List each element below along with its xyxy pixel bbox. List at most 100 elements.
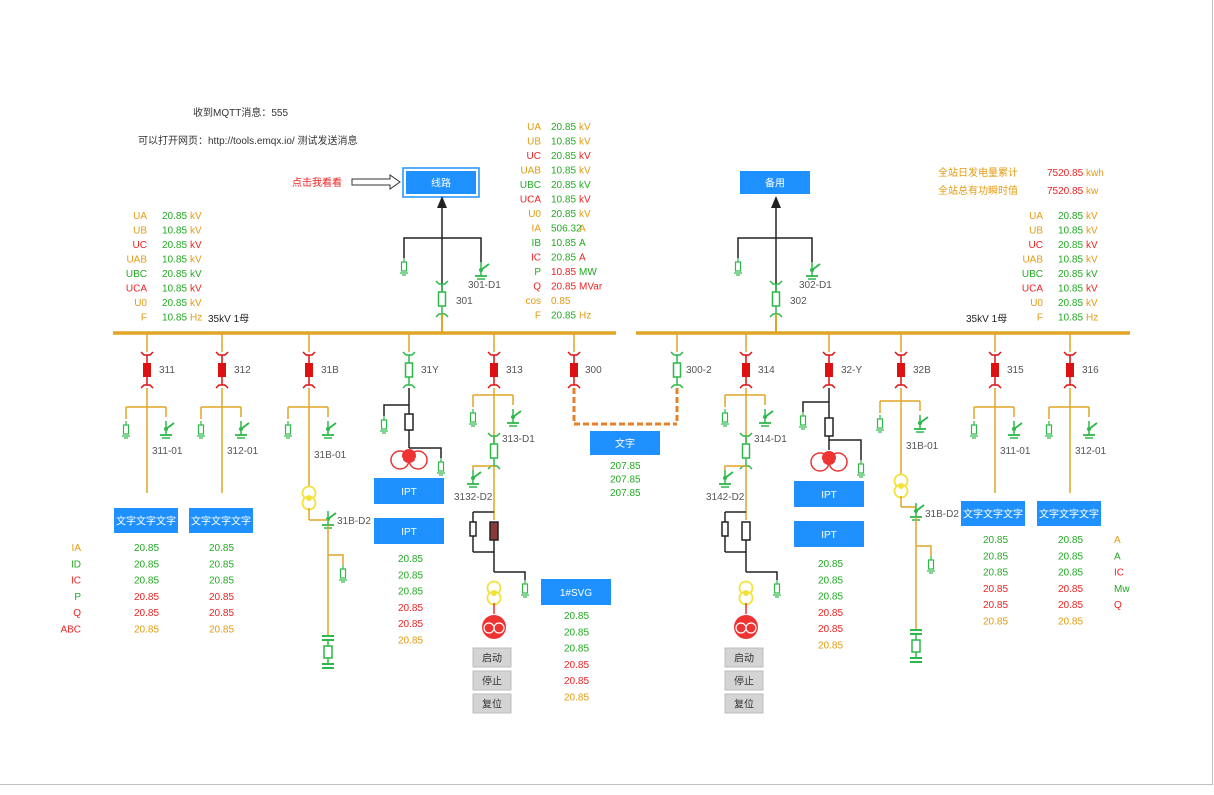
measure-value: 20.85 [564,660,589,671]
measure-value: 10.85 [551,267,576,278]
breaker-body [742,363,750,377]
ground-switch-icon[interactable] [914,415,929,433]
circuit-breaker-icon[interactable] [215,351,229,389]
button-bg [724,693,764,714]
start-button[interactable]: 启动 [724,647,764,668]
feeder-label: 31B [321,365,339,376]
switch-label: 3142-D2 [706,492,745,503]
circuit-breaker-icon[interactable] [894,351,908,389]
measure-label: UBC [126,269,147,280]
ground-switch-icon[interactable] [160,421,175,439]
ground-switch-icon[interactable] [235,421,250,439]
arrester-body [799,415,807,426]
stop-button[interactable]: 停止 [724,670,764,691]
fuse-icon[interactable] [824,417,834,437]
measure-value: 20.85 [818,559,843,570]
ground-switch-icon[interactable] [719,470,734,488]
fuse-icon[interactable] [404,413,414,431]
svg-reactor-icon[interactable] [741,521,751,541]
circuit-breaker-icon[interactable] [302,351,316,389]
ground-switch-icon[interactable] [507,409,522,427]
winding-mark [816,459,824,465]
measure-unit: kV [190,226,202,237]
button-label: 复位 [482,698,502,711]
stop-button[interactable]: 停止 [472,670,512,691]
ground-switch-icon[interactable] [322,421,337,439]
feeder-branch [328,554,344,565]
measure-label: Q [73,608,81,619]
closed-breaker-icon[interactable] [769,280,783,318]
closed-breaker-icon[interactable] [435,280,449,318]
svg-reactor-icon[interactable] [489,521,499,541]
feeder-label: 312 [234,365,251,376]
cap-body [323,645,333,659]
wenzi-button[interactable]: 文字 [590,431,660,455]
ipt-button[interactable]: IPT [794,521,864,547]
circuit-breaker-icon[interactable] [822,351,836,389]
text-button-315[interactable]: 文字文字文字 [961,501,1025,526]
measure-label: UBC [520,180,541,191]
circuit-breaker-icon[interactable] [140,351,154,389]
surge-arrester-icon [970,421,978,439]
ground-switch-icon[interactable] [910,503,925,521]
ground-switch-icon[interactable] [759,409,774,427]
measure-unit: Hz [579,311,591,322]
arrester-body [927,559,935,570]
start-button[interactable]: 启动 [472,647,512,668]
surge-arrester-icon [876,415,884,433]
arrester-body [437,461,445,472]
closed-breaker-icon[interactable] [739,432,753,470]
text-button-316[interactable]: 文字文字文字 [1037,501,1101,526]
measure-value: 20.85 [398,619,423,630]
pt-branch [802,401,829,412]
circuit-breaker-icon[interactable] [988,351,1002,389]
measure-value: 20.85 [551,282,576,293]
reset-button[interactable]: 复位 [724,693,764,714]
ground-switch-icon[interactable] [467,470,482,488]
measure-value: 20.85 [551,122,576,133]
button-label: 停止 [482,675,502,688]
current-transformer-icon [486,580,502,606]
measure-value: 20.85 [818,592,843,603]
circuit-breaker-icon[interactable] [487,351,501,389]
line-button-left[interactable]: 线路 [402,167,480,198]
measure-unit: kV [1086,269,1098,280]
measure-label: UBC [1022,269,1043,280]
measure-value: 20.85 [983,568,1008,579]
text-button-312[interactable]: 文字文字文字 [189,508,253,533]
circuit-breaker-icon[interactable] [1063,351,1077,389]
text-button-311[interactable]: 文字文字文字 [114,508,178,533]
measure-value: 20.85 [162,240,187,251]
switch-label: 31B-01 [906,441,939,452]
ground-switch-icon[interactable] [806,262,821,280]
ground-switch-icon[interactable] [1008,421,1023,439]
reset-button[interactable]: 复位 [472,693,512,714]
svg-button[interactable]: 1#SVG [541,579,611,605]
measure-label: UA [1029,211,1043,222]
closed-breaker-icon[interactable] [402,351,416,389]
feeder-branch [746,571,778,580]
measure-value: 10.85 [1058,255,1083,266]
measure-label: P [74,592,81,603]
total-unit: kw [1086,186,1099,197]
circuit-breaker-icon[interactable] [567,351,581,389]
circuit-breaker-icon[interactable] [739,351,753,389]
measure-value: 20.85 [564,693,589,704]
measure-label: IC [531,253,541,264]
measure-unit: kV [190,298,202,309]
ipt-button[interactable]: IPT [794,481,864,507]
line-button-right[interactable]: 备用 [740,171,810,194]
button-label: 文字文字文字 [191,515,251,528]
ground-switch-icon[interactable] [1083,421,1098,439]
breaker-arc-bottom [487,384,501,389]
breaker-body [1066,363,1074,377]
breaker-arc-bottom [402,384,416,389]
switch-label: 314-D1 [754,434,787,445]
arrester-body [380,419,388,430]
ground-switch-icon[interactable] [475,262,490,280]
ipt-button[interactable]: IPT [374,518,444,544]
ipt-button[interactable]: IPT [374,478,444,504]
closed-breaker-icon[interactable] [670,351,684,389]
closed-breaker-icon[interactable] [487,432,501,470]
